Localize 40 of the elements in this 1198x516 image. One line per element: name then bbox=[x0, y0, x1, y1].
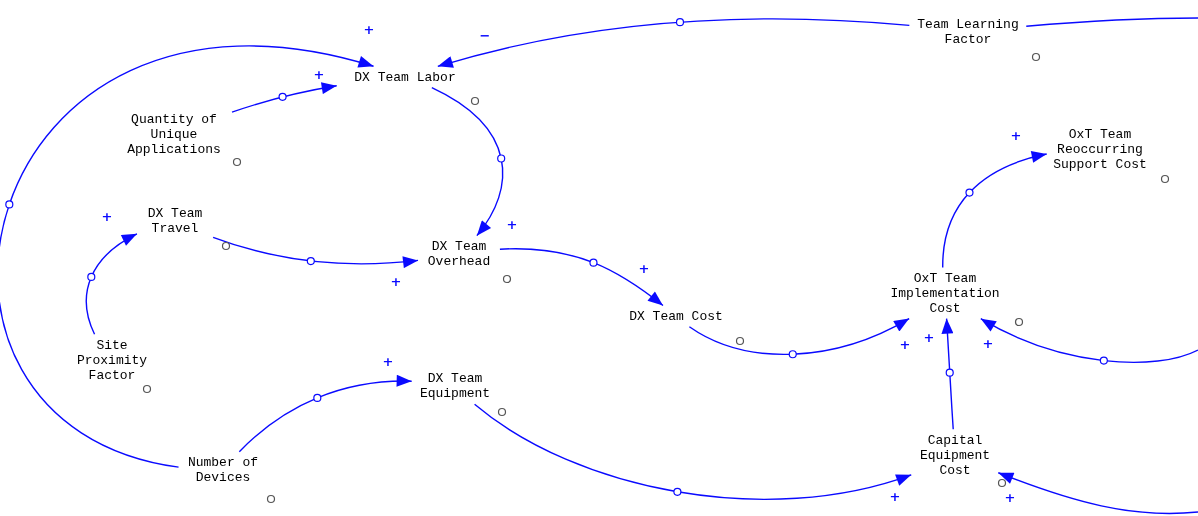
arrow bbox=[0, 46, 375, 468]
variable-name: DX Team Labor bbox=[354, 69, 456, 85]
variable-name: DX Team Travel bbox=[146, 206, 204, 236]
variable-name: Capital Equipment Cost bbox=[918, 432, 992, 478]
variable-name: Site Proximity Factor bbox=[75, 337, 149, 383]
arrow bbox=[238, 375, 413, 453]
variable-name: DX Team Overhead bbox=[426, 239, 492, 269]
polarity-label: + bbox=[1010, 128, 1022, 142]
variable-name: Team Learning Factor bbox=[916, 17, 1020, 47]
polarity-label: + bbox=[638, 261, 650, 275]
polarity-label: + bbox=[899, 337, 911, 351]
arrow bbox=[437, 18, 911, 69]
polarity-label: + bbox=[982, 336, 994, 350]
variable-name: OxT Team Reoccurring Support Cost bbox=[1052, 126, 1148, 172]
variable-name: Quantity of Unique Applications bbox=[126, 111, 222, 157]
arrow bbox=[941, 317, 954, 430]
variable-name: OxT Team Implementation Cost bbox=[889, 270, 1001, 316]
polarity-label: + bbox=[363, 22, 375, 36]
polarity-label: + bbox=[889, 489, 901, 503]
polarity-label: + bbox=[101, 209, 113, 223]
polarity-label: + bbox=[382, 354, 394, 368]
arrow bbox=[231, 82, 338, 113]
arrow bbox=[997, 472, 1198, 515]
arrow bbox=[942, 151, 1048, 269]
arrow bbox=[212, 236, 419, 268]
polarity-label: + bbox=[1004, 490, 1016, 504]
arrow bbox=[473, 403, 912, 500]
polarity-label: + bbox=[506, 217, 518, 231]
arrow bbox=[688, 317, 910, 355]
arrow bbox=[431, 87, 504, 237]
polarity-label: + bbox=[390, 274, 402, 288]
variable-name: DX Team Equipment bbox=[418, 371, 492, 401]
variable-name: DX Team Cost bbox=[629, 308, 723, 324]
polarity-label: − bbox=[479, 28, 491, 42]
polarity-label: + bbox=[923, 330, 935, 344]
arrow bbox=[499, 248, 664, 307]
arrow bbox=[980, 317, 1198, 363]
arrow bbox=[85, 233, 138, 335]
variable-name: Number of Devices bbox=[186, 455, 260, 485]
polarity-label: + bbox=[313, 67, 325, 81]
